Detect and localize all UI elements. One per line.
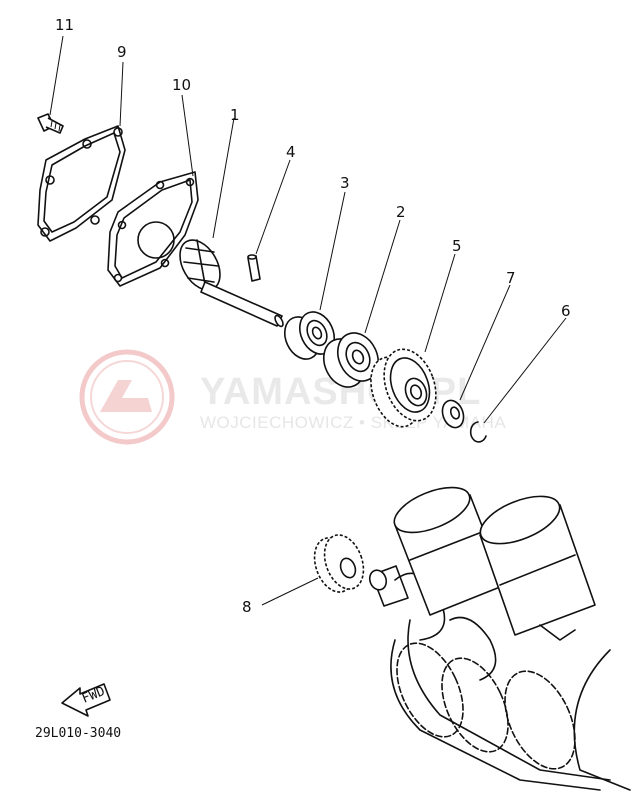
bearing-part-2 [322, 332, 380, 388]
cover-part-9 [37, 125, 126, 242]
leader-9 [119, 61, 124, 127]
bolt-part-11 [37, 113, 64, 134]
callout-8: 8 [242, 598, 252, 616]
leader-10 [181, 94, 194, 177]
bearing-part-3 [283, 311, 336, 360]
diagram-code: 29L010-3040 [35, 726, 121, 741]
fwd-arrow-icon: FWD [61, 683, 111, 717]
leader-1 [212, 117, 235, 239]
gear-part-5 [370, 348, 437, 428]
callout-5: 5 [452, 237, 462, 255]
callout-3: 3 [340, 174, 350, 192]
impeller-shaft-part-1 [179, 239, 284, 328]
leader-6 [483, 317, 567, 424]
leader-3 [319, 191, 346, 311]
washer-part-7 [441, 399, 465, 429]
callout-1: 1 [230, 106, 240, 124]
piston-right [479, 495, 596, 641]
watermark-tagline: WOJCIECHOWICZ • SKLEP YAMAHA [200, 413, 506, 432]
pin-part-4 [247, 254, 261, 282]
callout-9: 9 [117, 43, 127, 61]
leader-8 [261, 577, 319, 606]
leader-4 [255, 159, 291, 255]
leader-11 [49, 35, 64, 116]
circlip-part-6 [469, 421, 487, 443]
crank-gear-part-8 [313, 534, 365, 593]
leader-7 [459, 284, 511, 401]
callout-7: 7 [506, 269, 516, 287]
piston-left [393, 486, 506, 616]
leader-2 [364, 219, 401, 334]
callout-10: 10 [172, 76, 191, 94]
callout-6: 6 [561, 302, 571, 320]
watermark-logo [79, 349, 175, 445]
gasket-part-10 [107, 171, 199, 287]
leader-5 [424, 253, 456, 353]
callout-4: 4 [286, 143, 296, 161]
callout-11: 11 [55, 16, 74, 34]
callout-2: 2 [396, 203, 406, 221]
